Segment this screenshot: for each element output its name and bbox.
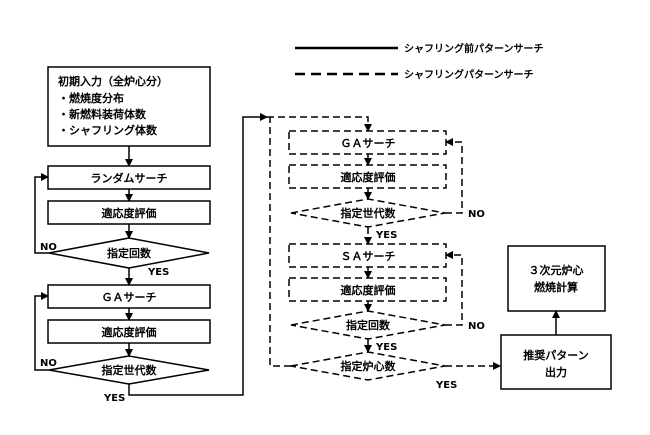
mid-yes-label-3: YES (435, 380, 457, 391)
decision-count-diamond (48, 237, 210, 269)
mid-decision-cores-label: 指定炉心数 (341, 359, 397, 373)
initial-input-item-1: ・燃焼度分布 (58, 91, 124, 105)
yes-label-1: YES (147, 267, 169, 278)
recommended-output-line-2: 出力 (545, 365, 567, 379)
mid-fitness-eval-label-1: 適応度評価 (341, 170, 396, 184)
calc-3d-box (507, 245, 606, 312)
mid-no-label-2: NO (468, 321, 485, 332)
mid-fitness-eval-label-2: 適応度評価 (341, 283, 396, 297)
left-flow (34, 66, 268, 396)
legend-dashed-label: シャフリングパターンサーチ (404, 68, 534, 81)
decision-generations-label: 指定世代数 (102, 363, 158, 377)
mid-decision-generations-label: 指定世代数 (341, 206, 397, 220)
mid-yes-label-2: YES (375, 342, 397, 353)
mid-ga-search-label: ＧＡサーチ (341, 137, 396, 150)
yes-label-2: YES (103, 393, 125, 404)
initial-input-title: 初期入力（全炉心分） (58, 74, 168, 88)
mid-yes-label-1: YES (375, 230, 397, 241)
ga-search-label: ＧＡサーチ (102, 291, 157, 304)
mid-no-label-1: NO (468, 209, 485, 220)
mid-decision-count-label: 指定回数 (346, 318, 391, 332)
legend-solid-label: シャフリング前パターンサーチ (404, 42, 544, 55)
initial-input-item-3: ・シャフリング体数 (58, 123, 158, 137)
initial-input-box (47, 66, 211, 147)
mid-sa-search-label: ＳＡサーチ (341, 250, 396, 263)
calc-3d-line-1: ３次元炉心 (529, 263, 584, 277)
calc-3d-line-2: 燃焼計算 (533, 280, 578, 294)
fitness-eval-label-1: 適応度評価 (102, 206, 157, 220)
decision-generations-diamond (48, 355, 210, 385)
initial-input-item-2: ・新燃料装荷体数 (58, 107, 147, 121)
no-label-2: NO (40, 358, 57, 369)
middle-flow (267, 116, 501, 381)
fitness-eval-label-2: 適応度評価 (102, 325, 157, 339)
random-search-label: ランダムサーチ (91, 171, 168, 185)
no-label-1: NO (40, 242, 57, 253)
decision-count-label: 指定回数 (107, 246, 152, 260)
right-flow (500, 245, 612, 390)
recommended-output-box (500, 334, 612, 390)
recommended-output-line-1: 推奨パターン (523, 348, 588, 362)
